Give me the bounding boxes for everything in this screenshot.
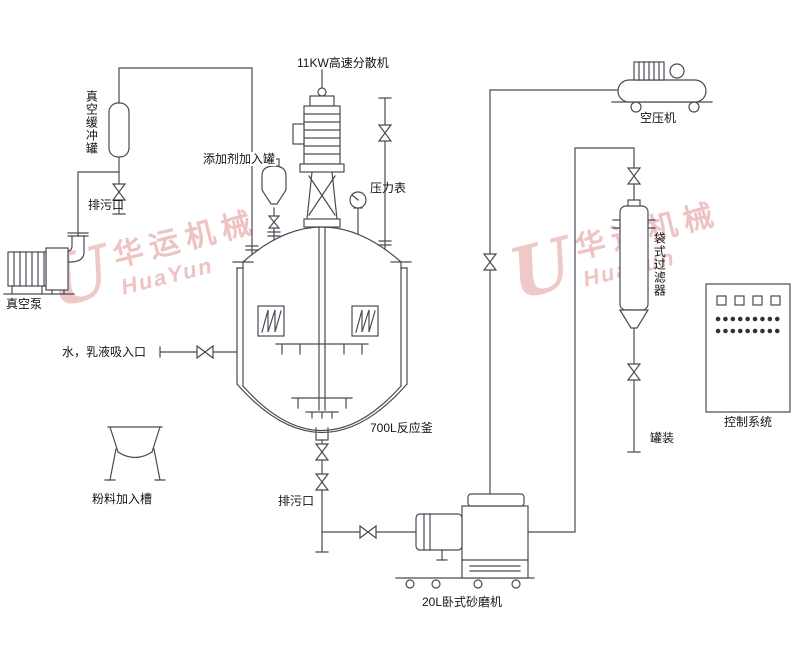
drain-left-label: 排污口 [88, 198, 125, 212]
valve-drain-bottom [314, 473, 330, 491]
pressure-gauge-label: 压力表 [370, 181, 407, 195]
bag-filter-label: 袋式过滤器 [652, 232, 667, 297]
bag-filter [612, 199, 656, 329]
sight-glass-left [257, 305, 285, 337]
sand-mill [395, 493, 535, 589]
air-compressor [611, 61, 713, 113]
valve-discharge [314, 443, 330, 461]
control-panel [705, 283, 791, 413]
vacuum-pump [3, 232, 89, 295]
valve-additive [267, 215, 281, 229]
air-compressor-label: 空压机 [640, 111, 677, 125]
disperser-label: 11KW高速分散机 [297, 56, 389, 70]
sand-mill-label: 20L卧式砂磨机 [422, 595, 503, 609]
sight-glass-right [351, 305, 379, 337]
valve-filter-inlet [626, 167, 642, 185]
reactor-vessel [232, 218, 412, 441]
valve-vent [377, 124, 393, 142]
filling-label: 罐装 [650, 431, 675, 445]
water-inlet-label: 水，乳液吸入口 [62, 345, 147, 359]
agitator-shaft [275, 218, 369, 419]
valve-air-line [482, 253, 498, 271]
valve-mill-feed [359, 524, 377, 540]
reactor-label: 700L反应釜 [370, 421, 433, 435]
powder-hopper [104, 426, 166, 481]
valve-water-inlet [196, 344, 214, 360]
control-system-label: 控制系统 [724, 415, 773, 429]
vacuum-buffer-tank [108, 102, 130, 158]
vacuum-buffer-tank-label: 真空缓冲罐 [84, 90, 99, 155]
drain-bottom-label: 排污口 [278, 494, 315, 508]
valve-buffer-drain [111, 183, 127, 201]
powder-hopper-label: 粉料加入槽 [92, 492, 153, 506]
disperser-motor [292, 69, 345, 220]
pressure-gauge [349, 191, 367, 209]
valves [111, 124, 642, 540]
valve-filter-outlet [626, 363, 642, 381]
additive-tank-label: 添加剂加入罐 [202, 152, 277, 167]
vacuum-pump-label: 真空泵 [6, 297, 43, 311]
